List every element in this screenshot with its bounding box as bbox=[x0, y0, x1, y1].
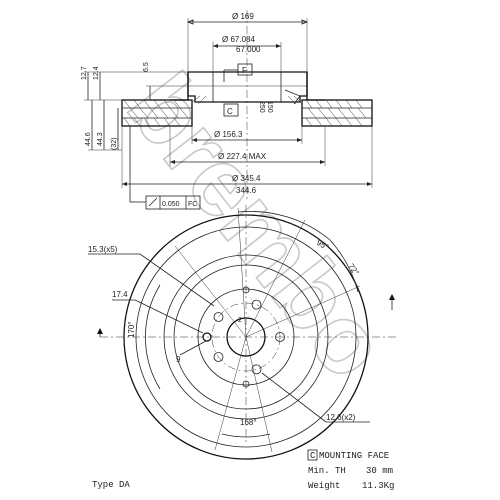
dim-168: 168° bbox=[240, 418, 257, 427]
tolerance-frame: 0.050 FC bbox=[129, 126, 201, 210]
section-view: C 250 150 F Ø 169 Ø 67.084 67.000 12.7 1… bbox=[81, 10, 373, 210]
tolerance-value: 0.050 bbox=[162, 201, 180, 208]
type-label: Type DA bbox=[92, 480, 130, 490]
dim-227-4: Ø 227.4 MAX bbox=[218, 152, 267, 161]
dim-67-000: 67.000 bbox=[236, 45, 261, 54]
dim-345-4: Ø 345.4 bbox=[232, 174, 261, 183]
bolt-hole bbox=[251, 299, 262, 310]
weight-value: 11.3Kg bbox=[362, 481, 394, 491]
dim-9: 9 bbox=[176, 355, 181, 364]
dim-6-5: 6.5 bbox=[143, 62, 150, 72]
bolt-hole bbox=[251, 364, 262, 375]
bolt-circle bbox=[211, 302, 281, 372]
dim-67-084: Ø 67.084 bbox=[222, 35, 255, 44]
mounting-face-box-letter: C bbox=[310, 451, 316, 461]
datum-c-box bbox=[223, 103, 239, 117]
watermark-text: brembo bbox=[107, 55, 408, 398]
runout-icon bbox=[148, 197, 158, 207]
brembo-watermark: brembo bbox=[106, 54, 409, 399]
dim-169: Ø 169 bbox=[232, 12, 254, 21]
min-th-value: 30 mm bbox=[366, 466, 393, 476]
dim-170: 170° bbox=[127, 321, 136, 338]
dim-44-6: 44.6 bbox=[85, 132, 92, 146]
dim-344-6: 344.6 bbox=[236, 186, 257, 195]
dim-12-6: 12.6(x2) bbox=[326, 413, 356, 422]
datum-c-label: C bbox=[227, 107, 233, 116]
bolt-hole bbox=[213, 352, 224, 362]
dim-12-7: 12.7 bbox=[81, 66, 88, 80]
weight-label: Weight bbox=[308, 481, 340, 491]
bolt-hole bbox=[275, 332, 285, 342]
dim-17-4: 17.4 bbox=[112, 290, 128, 299]
datum-f-box bbox=[237, 63, 253, 76]
label-150: 150 bbox=[266, 101, 273, 113]
dim-32: (32) bbox=[111, 138, 118, 150]
locator-hole bbox=[242, 380, 250, 388]
dim-12-4: 12.4 bbox=[93, 66, 100, 80]
tolerance-ref: FC bbox=[188, 201, 197, 208]
min-th-label: Min. TH bbox=[308, 466, 346, 476]
hat-ring bbox=[197, 288, 295, 386]
chamfer-detail bbox=[284, 89, 301, 105]
datum-f-label: F bbox=[242, 66, 247, 75]
dim-44-3: 44.3 bbox=[97, 132, 104, 146]
bolt-hole bbox=[213, 312, 224, 322]
dim-15-3: 15.3(x5) bbox=[88, 245, 118, 254]
dim-2: 2 bbox=[238, 317, 242, 324]
marked-hole bbox=[202, 332, 212, 342]
dim-156-3: Ø 156.3 bbox=[214, 130, 243, 139]
mounting-face-label: MOUNTING FACE bbox=[319, 451, 389, 461]
label-250: 250 bbox=[258, 101, 265, 113]
centre-bore bbox=[226, 317, 266, 357]
mounting-face-box bbox=[307, 449, 318, 461]
outer-edge bbox=[123, 214, 369, 460]
footer: Type DA C MOUNTING FACE Min. TH 30 mm We… bbox=[92, 449, 394, 491]
